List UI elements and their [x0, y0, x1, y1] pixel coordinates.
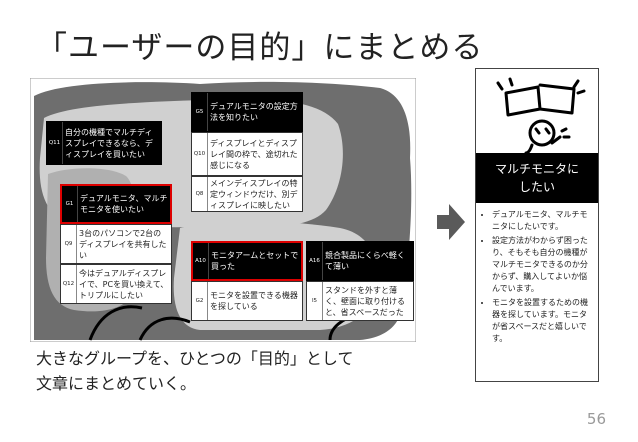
caption-line-1: 大きなグループを、ひとつの「目的」として — [36, 349, 354, 368]
card-id: G1 — [62, 186, 78, 222]
slide-title: 「ユーザーの目的」にまとめる — [36, 30, 484, 66]
page-number: 56 — [586, 410, 606, 428]
card-id: Q8 — [192, 177, 208, 211]
card-id: G5 — [192, 93, 208, 131]
card-text: メインディスプレイの特定ウィンドウだけ、別ディスプレイに映したい — [210, 178, 298, 210]
caption-line-2: 文章にまとめていく。 — [36, 374, 197, 393]
card-text: デュアルモニタの設定方法を知りたい — [210, 102, 298, 122]
card-q8: Q8 メインディスプレイの特定ウィンドウだけ、別ディスプレイに映したい — [191, 176, 303, 212]
card-g1: G1 デュアルモニタ、マルチモニタを使いたい — [60, 184, 172, 224]
card-text: 自分の機種でマルチディスプレイできるなら、ディスプレイを買いたい — [65, 127, 153, 159]
card-id: A10 — [193, 243, 209, 279]
card-q10: Q10 ディスプレイとディスプレイ間の枠で、途切れた感じになる — [191, 132, 303, 176]
slide-caption: 大きなグループを、ひとつの「目的」として 文章にまとめていく。 — [36, 346, 353, 396]
persona-heading-line-2: したい — [518, 180, 555, 194]
card-text: モニタアームとセットで買った — [211, 251, 299, 271]
card-text: ディスプレイとディスプレイ間の枠で、途切れた感じになる — [210, 138, 298, 170]
card-id: G2 — [192, 282, 208, 320]
card-text: 今はデュアルディスプレイで、PCを買い換えて、トリプルにしたい — [79, 268, 169, 300]
card-g5: G5 デュアルモニタの設定方法を知りたい — [191, 92, 303, 132]
persona-panel: マルチモニタに したい デュアルモニタ、マルチモニタにしたいです。 設定方法がわ… — [475, 68, 599, 382]
persona-heading: マルチモニタに したい — [476, 153, 598, 203]
persona-bullet: 設定方法がわからず困ったり、そもそも自分の機種がマルチモニタできるのか分からず、… — [492, 235, 594, 295]
card-id: Q9 — [61, 225, 77, 263]
card-id: Q10 — [192, 133, 208, 175]
card-text: 競合製品にくらべ軽くて薄い — [325, 251, 405, 271]
connector-line-1 — [88, 305, 143, 341]
card-id: Q12 — [61, 265, 77, 303]
persona-illustration — [496, 77, 586, 153]
card-text: デュアルモニタ、マルチモニタを使いたい — [80, 194, 168, 214]
persona-bullet: モニタを設置するための機器を探しています。モニタが省スペースだと嬉しいです。 — [492, 297, 594, 345]
card-q9: Q9 3台のパソコンで2台のディスプレイを共有したい — [60, 224, 172, 264]
persona-heading-line-1: マルチモニタに — [494, 162, 579, 176]
card-text: モニタを設置できる機器を探している — [210, 291, 298, 311]
affinity-diagram: Q11 自分の機種でマルチディスプレイできるなら、ディスプレイを買いたい G5 … — [30, 78, 416, 342]
card-g2: G2 モニタを設置できる機器を探している — [191, 281, 303, 321]
card-text: スタンドを外すと薄く、壁面に取り付けると、省スペースだった — [325, 285, 405, 317]
card-q11: Q11 自分の機種でマルチディスプレイできるなら、ディスプレイを買いたい — [46, 121, 162, 165]
persona-bullet: デュアルモニタ、マルチモニタにしたいです。 — [492, 209, 594, 233]
card-id: I5 — [307, 282, 323, 320]
card-id: A16 — [307, 242, 323, 280]
card-a10: A10 モニタアームとセットで買った — [191, 241, 303, 281]
card-q12: Q12 今はデュアルディスプレイで、PCを買い換えて、トリプルにしたい — [60, 264, 172, 304]
right-arrow-icon — [437, 204, 465, 240]
card-a16: A16 競合製品にくらべ軽くて薄い — [306, 241, 414, 281]
connector-line-2 — [138, 316, 191, 341]
card-id: Q11 — [47, 122, 63, 164]
card-i5: I5 スタンドを外すと薄く、壁面に取り付けると、省スペースだった — [306, 281, 414, 321]
persona-bullet-list: デュアルモニタ、マルチモニタにしたいです。 設定方法がわからず困ったり、そもそも… — [480, 209, 594, 347]
card-text: 3台のパソコンで2台のディスプレイを共有したい — [79, 228, 167, 260]
